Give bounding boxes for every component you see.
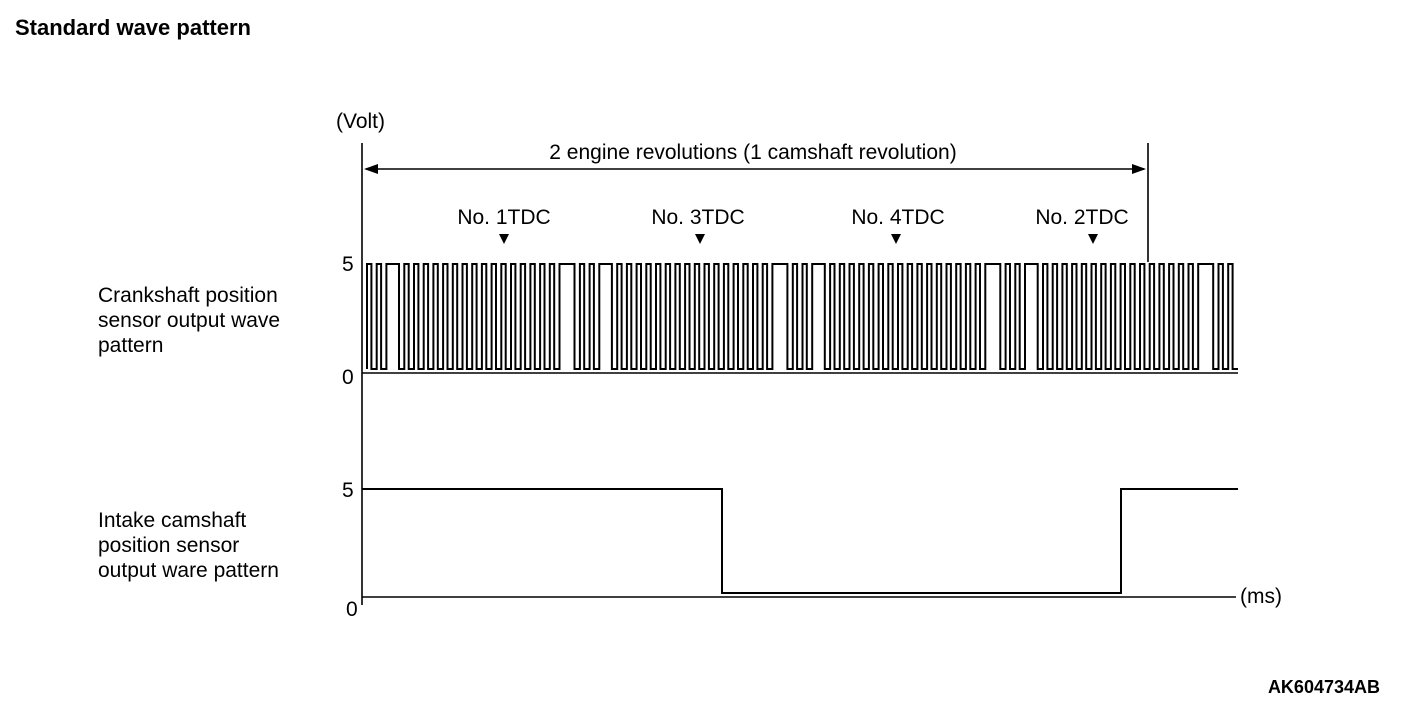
tdc-markers: No. 1TDC No. 3TDC No. 4TDC No. 2TDC [457,206,1129,244]
span-label: 2 engine revolutions (1 camshaft revolut… [549,141,956,164]
tdc-label-no2: No. 2TDC [1035,206,1128,229]
tdc-marker-icon [499,234,509,244]
span-dimension [364,143,1149,262]
page-title: Standard wave pattern [15,15,251,40]
tdc-label-no3: No. 3TDC [651,206,744,229]
x-unit-label: (ms) [1240,585,1282,608]
tdc-label-no1: No. 1TDC [457,206,550,229]
tdc-label-no4: No. 4TDC [851,206,944,229]
tdc-marker-icon [891,234,901,244]
cam-label-line-1: Intake camshaft [98,509,246,532]
tdc-marker-icon [695,234,705,244]
cam-wave-trace [362,488,1238,594]
y-unit-label: (Volt) [336,110,385,133]
cam-label-line-3: output ware pattern [98,559,279,582]
cam-low-level-label: 0 [346,598,358,621]
crank-label-line-3: pattern [98,334,163,357]
cam-high-level-label: 5 [342,479,354,502]
crank-wave-trace [366,263,1238,370]
crank-label-line-1: Crankshaft position [98,284,278,307]
cam-signal-label: Intake camshaft position sensor output w… [98,509,279,582]
crank-label-line-2: sensor output wave [98,309,280,332]
crank-low-level-label: 0 [342,366,354,389]
figure-code: AK604734AB [1268,677,1380,697]
cam-label-line-2: position sensor [98,534,239,557]
tdc-marker-icon [1088,234,1098,244]
crank-high-level-label: 5 [342,253,354,276]
crank-signal-label: Crankshaft position sensor output wave p… [98,284,286,357]
